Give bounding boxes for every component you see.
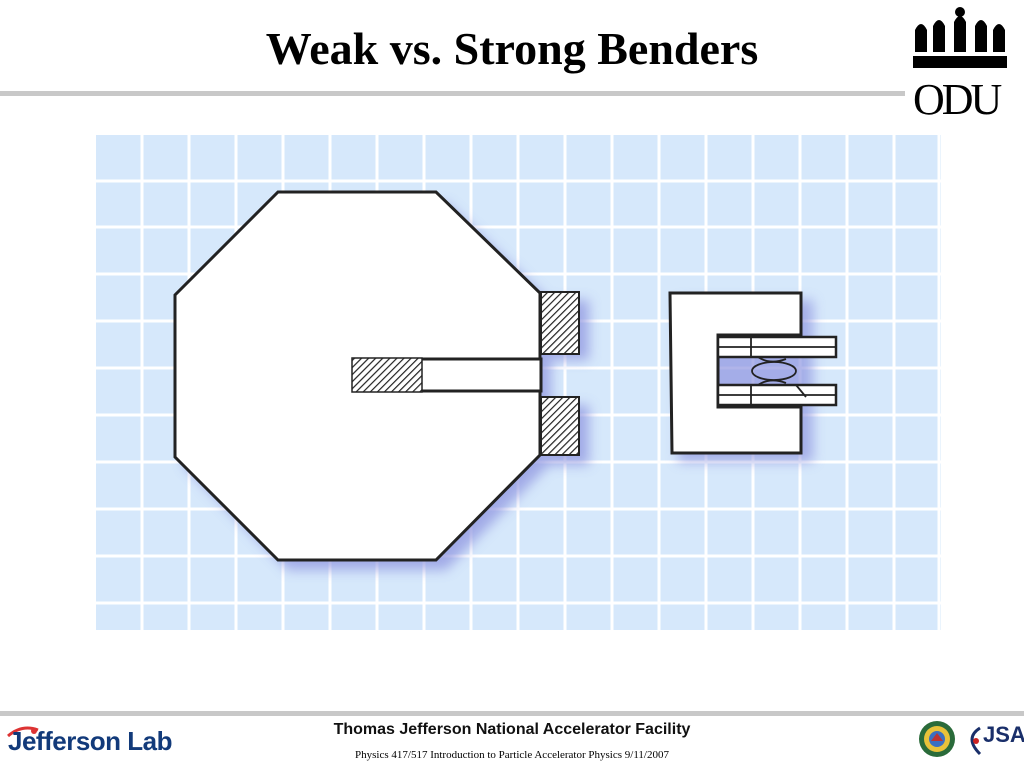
jefferson-lab-wordmark: Jefferson Lab (8, 726, 173, 756)
slide-title: Weak vs. Strong Benders (265, 23, 759, 74)
weak-bender-coil-lower (540, 396, 580, 456)
jefferson-lab-logo (7, 726, 39, 738)
jsa-logo (970, 726, 982, 756)
odu-wordmark: ODU (913, 75, 1002, 124)
weak-bender-gap (419, 357, 543, 393)
title-divider (0, 91, 905, 96)
doe-seal-icon (919, 721, 955, 757)
weak-bender-coil-upper (540, 291, 580, 355)
odu-crown-logo (913, 7, 1007, 68)
jsa-wordmark: JSA (983, 722, 1024, 747)
strong-bender-yoke (668, 291, 803, 455)
weak-bender-coil-inner (351, 357, 423, 393)
footer-divider (0, 711, 1024, 716)
benders-figure (96, 135, 941, 630)
course-info: Physics 417/517 Introduction to Particle… (355, 749, 669, 761)
strong-bender-pole-details (718, 337, 836, 405)
facility-name: Thomas Jefferson National Accelerator Fa… (333, 721, 691, 738)
